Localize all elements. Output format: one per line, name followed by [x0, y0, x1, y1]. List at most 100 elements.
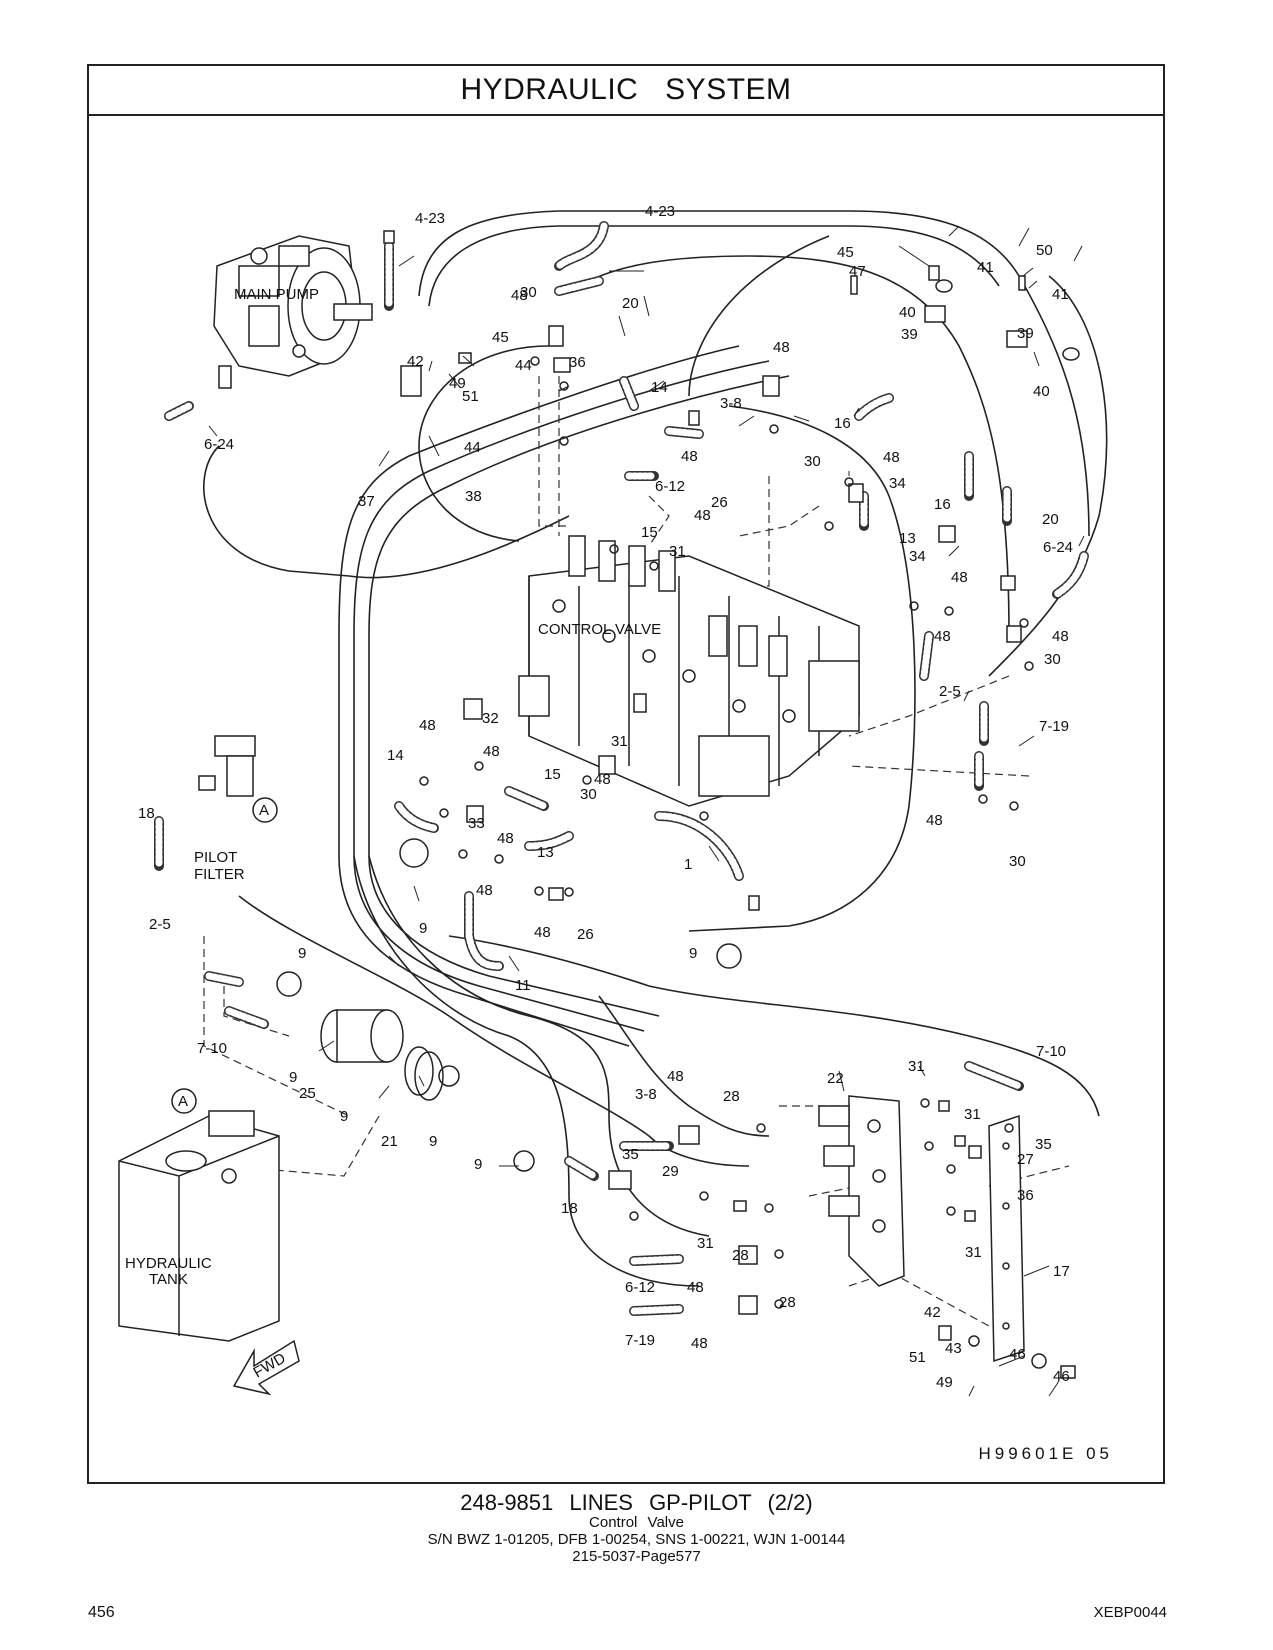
callout: 7-19 — [1039, 718, 1069, 735]
hydraulic-tank-label-2: TANK — [149, 1271, 188, 1288]
main-pump: MAIN PUMP — [213, 235, 373, 389]
callout: 20 — [622, 295, 639, 312]
callout: 48 — [694, 507, 711, 524]
callout: 6-12 — [625, 1279, 655, 1296]
callout: 3-8 — [720, 395, 742, 412]
callout: 31 — [697, 1235, 714, 1252]
manifold-block — [818, 1095, 905, 1287]
callout: 22 — [827, 1070, 844, 1087]
callout: 48 — [534, 924, 551, 941]
callout: 6-24 — [1043, 539, 1073, 556]
callout: 13 — [899, 530, 916, 547]
callout: 48 — [476, 882, 493, 899]
callout: 27 — [1017, 1151, 1034, 1168]
callout: 51 — [909, 1349, 926, 1366]
callout: 48 — [594, 771, 611, 788]
callout: 32 — [482, 710, 499, 727]
callout: 45 — [837, 244, 854, 261]
dashed-reference-lines — [203, 376, 1070, 1327]
callout: 46 — [1053, 1368, 1070, 1385]
mounting-plate — [988, 1114, 1025, 1363]
callout: 41 — [1052, 286, 1069, 303]
callout: 15 — [641, 524, 658, 541]
callout: 42 — [924, 1304, 941, 1321]
callout: 7-10 — [1036, 1043, 1066, 1060]
callout: 30 — [520, 284, 537, 301]
inline-filter — [320, 1009, 444, 1101]
title-bar: HYDRAULIC SYSTEM — [89, 66, 1163, 116]
callout: 48 — [951, 569, 968, 586]
callout: 45 — [492, 329, 509, 346]
callout: 26 — [711, 494, 728, 511]
ref-a-tank: A — [178, 1093, 188, 1110]
callout: 31 — [611, 733, 628, 750]
callout: 9 — [429, 1133, 437, 1150]
callout: 34 — [889, 475, 906, 492]
callout: 35 — [1035, 1136, 1052, 1153]
callout: 25 — [299, 1085, 316, 1102]
callout: 49 — [449, 375, 466, 392]
callout: 30 — [1044, 651, 1061, 668]
callout: 44 — [464, 439, 481, 456]
footer-subtitle: Control Valve — [589, 1514, 684, 1531]
pilot-filter: A PILOT FILTER — [194, 735, 278, 883]
callout: 9 — [340, 1108, 348, 1125]
hoses — [154, 221, 1089, 1316]
control-valve-label: CONTROL VALVE — [538, 621, 661, 638]
callout: 48 — [1052, 628, 1069, 645]
callout: 14 — [651, 379, 668, 396]
callout: 28 — [732, 1247, 749, 1264]
callout: 9 — [298, 945, 306, 962]
callout: 3-8 — [635, 1086, 657, 1103]
hydraulic-diagram: MAIN PUMP — [118, 203, 1108, 1397]
control-valve: CONTROL VALVE — [518, 535, 860, 807]
ref-a-filter: A — [259, 802, 269, 819]
callout: 42 — [407, 353, 424, 370]
callout: 48 — [687, 1279, 704, 1296]
callout: 9 — [419, 920, 427, 937]
callout: 11 — [515, 977, 531, 994]
callout: 36 — [1017, 1187, 1034, 1204]
callout: 47 — [849, 263, 866, 280]
callout: 46 — [1009, 1346, 1026, 1363]
footer-title: 248-9851 LINES GP-PILOT (2/2) — [460, 1490, 813, 1515]
callout: 18 — [138, 805, 155, 822]
callout: 2-5 — [149, 916, 171, 933]
callout: 48 — [667, 1068, 684, 1085]
callout: 26 — [577, 926, 594, 943]
callout: 6-12 — [655, 478, 685, 495]
callout: 17 — [1053, 1263, 1070, 1280]
callout: 30 — [1009, 853, 1026, 870]
callout: 48 — [883, 449, 900, 466]
pilot-filter-label-1: PILOT — [194, 849, 237, 866]
callout: 41 — [977, 259, 994, 276]
callout: 33 — [468, 815, 485, 832]
callout: 16 — [834, 415, 851, 432]
callout: 31 — [965, 1244, 982, 1261]
callout: 48 — [691, 1335, 708, 1352]
callout: 48 — [483, 743, 500, 760]
image-code: H99601E 05 — [978, 1444, 1113, 1463]
callout: 9 — [689, 945, 697, 962]
callout: 7-10 — [197, 1040, 227, 1057]
footer-serials: S/N BWZ 1-01205, DFB 1-00254, SNS 1-0022… — [427, 1531, 846, 1548]
callout: 51 — [462, 388, 479, 405]
callout: 2-5 — [939, 683, 961, 700]
fittings — [276, 230, 1080, 1379]
callout: 40 — [1033, 383, 1050, 400]
callout: 13 — [537, 844, 554, 861]
callout-labels: 4-23 4-23 6-24 6-24 3-8 3-8 6-12 6-12 2-… — [138, 203, 1073, 1391]
callout: 48 — [497, 830, 514, 847]
callout: 9 — [474, 1156, 482, 1173]
document-id: XEBP0044 — [1093, 1604, 1167, 1621]
leader-lines — [208, 225, 1085, 1397]
callout: 39 — [1017, 325, 1034, 342]
hydraulic-tank-label-1: HYDRAULIC — [125, 1255, 212, 1272]
main-pump-label: MAIN PUMP — [234, 286, 319, 303]
fwd-arrow: FWD — [232, 1339, 300, 1396]
callout: 9 — [289, 1069, 297, 1086]
callout: 34 — [909, 548, 926, 565]
callout: 7-19 — [625, 1332, 655, 1349]
callout: 37 — [358, 493, 375, 510]
callout: 1 — [684, 856, 692, 873]
